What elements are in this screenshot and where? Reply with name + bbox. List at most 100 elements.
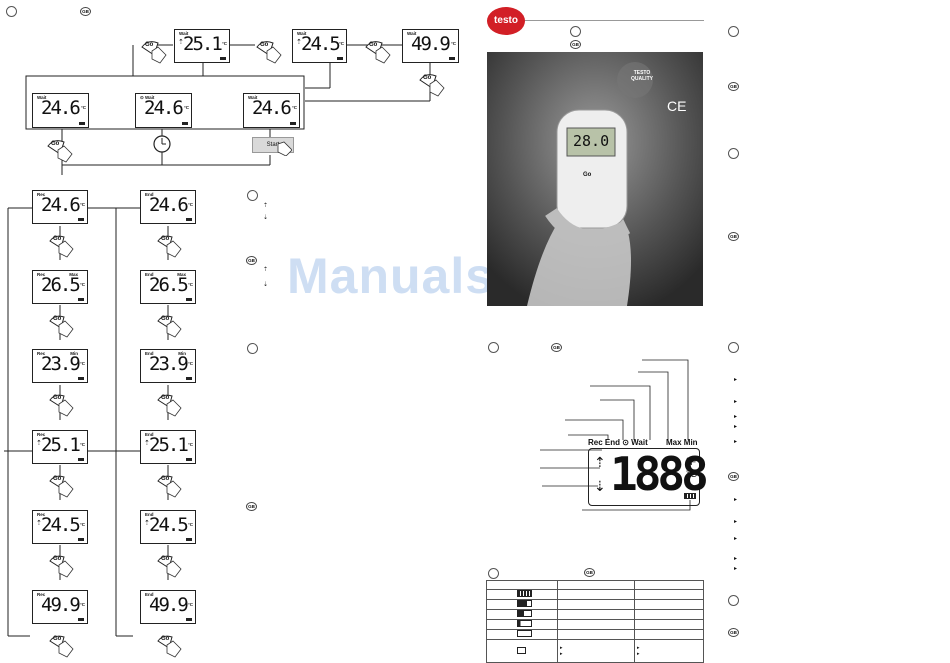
battery-icon (186, 218, 192, 221)
product-photo: 28.0 Go TESTO QUALITY CE (487, 52, 703, 306)
go-hand-icon[interactable]: Go (48, 312, 74, 338)
lcd-value: 23.9 (41, 353, 81, 375)
go-label: Go (53, 476, 62, 482)
lcd-unit: °C (79, 282, 85, 287)
gb-badge: GB (80, 7, 91, 16)
gb-badge: GB (246, 256, 257, 265)
go-hand-icon[interactable]: Go (48, 391, 74, 417)
battery-icon (684, 493, 696, 499)
language-circle (570, 26, 581, 37)
go-hand-icon[interactable]: Go (48, 632, 74, 658)
go-hand-icon[interactable]: Go (46, 136, 74, 164)
go-hand-icon[interactable]: Go (156, 391, 182, 417)
go-hand-icon[interactable]: Go (156, 472, 182, 498)
battery-icon (290, 122, 296, 125)
go-label: Go (53, 556, 62, 562)
go-hand-icon[interactable]: Go (156, 232, 182, 258)
thermometer-down-icon: ⇣ (263, 282, 269, 288)
lcd-mode-label: Wait (407, 31, 417, 36)
lcd-mode-label: Wait (248, 95, 258, 100)
go-label: Go (53, 236, 62, 242)
go-hand-icon[interactable]: Go (156, 632, 182, 658)
go-label: Go (161, 556, 170, 562)
battery-icon (78, 538, 84, 541)
go-hand-icon[interactable]: Go (48, 232, 74, 258)
go-label: Go (161, 316, 170, 322)
go-label: Go (161, 636, 170, 642)
lcd-mode-label: Rec (37, 192, 46, 197)
table-row (486, 580, 704, 590)
battery-icon (517, 630, 532, 637)
go-label: Go (161, 395, 170, 401)
lcd-unit: °C (79, 442, 85, 447)
language-circle (247, 343, 258, 354)
thermometer-up-icon: ⇡ (263, 203, 269, 209)
bullet-icon: ▸ (734, 497, 738, 503)
lcd-mode-label: Wait (37, 95, 47, 100)
gb-badge: GB (728, 232, 739, 241)
battery-icon (186, 618, 192, 621)
battery-icon (220, 57, 226, 60)
testo-logo: testo (487, 7, 525, 35)
lcd-unit: °C (79, 602, 85, 607)
thermometer-icon: ⇡ (36, 520, 42, 527)
flow-connectors (4, 44, 431, 637)
lcd-unit: °C (183, 105, 189, 110)
lcd-value: 24.5 (301, 33, 341, 55)
bullet-icon: ▸ (734, 414, 738, 420)
go-hand-icon[interactable]: Go (418, 70, 446, 98)
lcd-mode-label: Wait (297, 31, 307, 36)
go-hand-icon[interactable]: Go (140, 37, 168, 65)
lcd-unit: °C (338, 41, 344, 46)
battery-icon (517, 590, 532, 597)
bullet-icon: ▸ (734, 424, 738, 430)
lcd-mode-label: Rec (37, 512, 46, 517)
go-label: Go (423, 75, 432, 81)
thermometer-icon: ⇡ (296, 39, 302, 46)
table-row: ▸▸▸▸ (486, 639, 704, 663)
bullet-icon: ▸▸ (560, 645, 563, 657)
thermometer-icon: ⇡ (178, 39, 184, 46)
lcd-value: 24.6 (252, 97, 292, 119)
lcd-unit: °C (221, 41, 227, 46)
lcd-value: 24.6 (41, 97, 81, 119)
battery-status-table: ▸▸▸▸ (486, 580, 704, 663)
lcd-unit: °C (187, 522, 193, 527)
unit-fahrenheit: °F (686, 457, 697, 468)
language-circle (488, 568, 499, 579)
display-overview: Rec End ⊙ Wait Max Min ⇡ ⇣ 1888 °F °C (588, 438, 709, 508)
lcd-value: 24.5 (41, 514, 81, 536)
lcd-mode-label: End (145, 192, 154, 197)
lcd-mode-label: End (145, 351, 154, 356)
go-hand-icon[interactable]: Go (364, 37, 392, 65)
battery-icon (78, 458, 84, 461)
lcd-unit: °C (80, 105, 86, 110)
table-row (486, 589, 704, 600)
battery-icon (186, 538, 192, 541)
go-hand-icon[interactable]: Go (156, 312, 182, 338)
thermometer-icon: ⇡ (36, 440, 42, 447)
go-hand-icon[interactable]: Go (156, 552, 182, 578)
bullet-icon: ▸ (734, 439, 738, 445)
go-hand-icon[interactable]: Go (255, 37, 283, 65)
ce-mark: CE (667, 98, 687, 114)
lcd-value: 26.5 (149, 274, 189, 296)
lcd-mode-label: Rec (37, 272, 46, 277)
unit-celsius: °C (686, 469, 698, 480)
lcd-value: 24.5 (149, 514, 189, 536)
gb-badge: GB (246, 502, 257, 511)
language-circle (6, 6, 17, 17)
go-hand-icon[interactable]: Go (48, 472, 74, 498)
hand-icon (276, 140, 293, 157)
battery-icon (182, 122, 188, 125)
gb-badge: GB (551, 343, 562, 352)
lcd-mode-label: Rec (37, 351, 46, 356)
product-photo-illustration (487, 52, 703, 306)
lcd-display: Wait⇡25.1°C (174, 29, 230, 63)
lcd-display: End⇡24.5°C (140, 510, 196, 544)
go-hand-icon[interactable]: Go (48, 552, 74, 578)
